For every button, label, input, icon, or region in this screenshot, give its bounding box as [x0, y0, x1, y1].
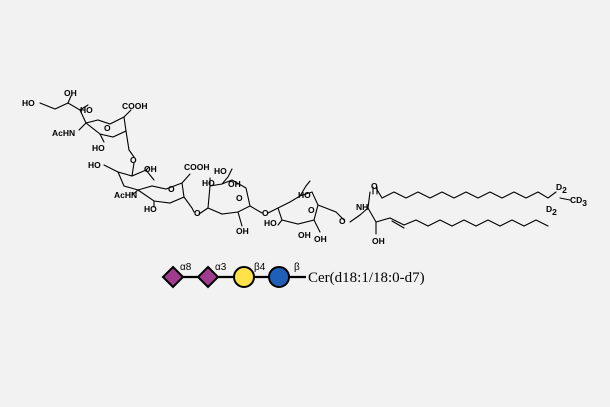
label-cooh-1: COOH — [122, 101, 148, 111]
label-oh-2: OH — [144, 164, 157, 174]
label-ho-7: HO — [214, 166, 227, 176]
label-oh-3: OH — [228, 179, 241, 189]
label-ring-o-2: O — [168, 184, 175, 194]
linkage-label-alpha8: α8 — [180, 262, 192, 273]
label-ho-2: HO — [80, 105, 93, 115]
label-ring-o-3: O — [236, 193, 243, 203]
glucose-circle-icon — [268, 266, 290, 288]
label-ring-o-4: O — [308, 205, 315, 215]
label-amide-o: O — [371, 181, 378, 191]
label-ho-9: HO — [264, 218, 277, 228]
label-link-o-1: O — [130, 155, 137, 165]
neu5ac-diamond-icon — [161, 265, 185, 289]
label-ho-5: HO — [144, 204, 157, 214]
label-ho-4: HO — [88, 160, 101, 170]
label-achn-1: AcHN — [52, 128, 75, 138]
chemical-bonds — [39, 95, 571, 235]
label-d2-upper: D2 — [556, 182, 567, 195]
linkage-label-beta4: β4 — [254, 262, 266, 273]
label-oh-4: OH — [236, 226, 249, 236]
label-nh: NH — [356, 202, 368, 212]
label-oh-5: OH — [298, 230, 311, 240]
label-link-o-2: O — [194, 208, 201, 218]
label-ho-6: HO — [202, 178, 215, 188]
label-ho-8: HO — [298, 190, 311, 200]
linkage-label-beta: β — [294, 262, 300, 273]
label-ho-1: HO — [22, 98, 35, 108]
label-d2-lower: D2 — [546, 204, 557, 217]
ceramide-label: Cer(d18:1/18:0-d7) — [308, 270, 425, 286]
atom-labels: HO OH HO COOH AcHN O HO O HO OH AcHN O C… — [22, 88, 587, 246]
label-oh-1: OH — [64, 88, 77, 98]
label-link-o-3: O — [262, 208, 269, 218]
galactose-circle-icon — [233, 266, 255, 288]
label-achn-2: AcHN — [114, 190, 137, 200]
label-link-o-4: O — [339, 216, 346, 226]
label-ring-o-1: O — [104, 123, 111, 133]
linkage-label-alpha3: α3 — [215, 262, 227, 273]
label-cd3: CD3 — [570, 195, 587, 208]
glycan-symbol-chain: α8 α3 β4 β Cer(d18:1/18:0-d7) — [161, 262, 425, 289]
label-cooh-2: COOH — [184, 162, 210, 172]
label-ho-3: HO — [92, 143, 105, 153]
neu5ac-diamond-icon — [196, 265, 220, 289]
label-sphingosine-oh: OH — [372, 236, 385, 246]
label-oh-6: OH — [314, 234, 327, 244]
